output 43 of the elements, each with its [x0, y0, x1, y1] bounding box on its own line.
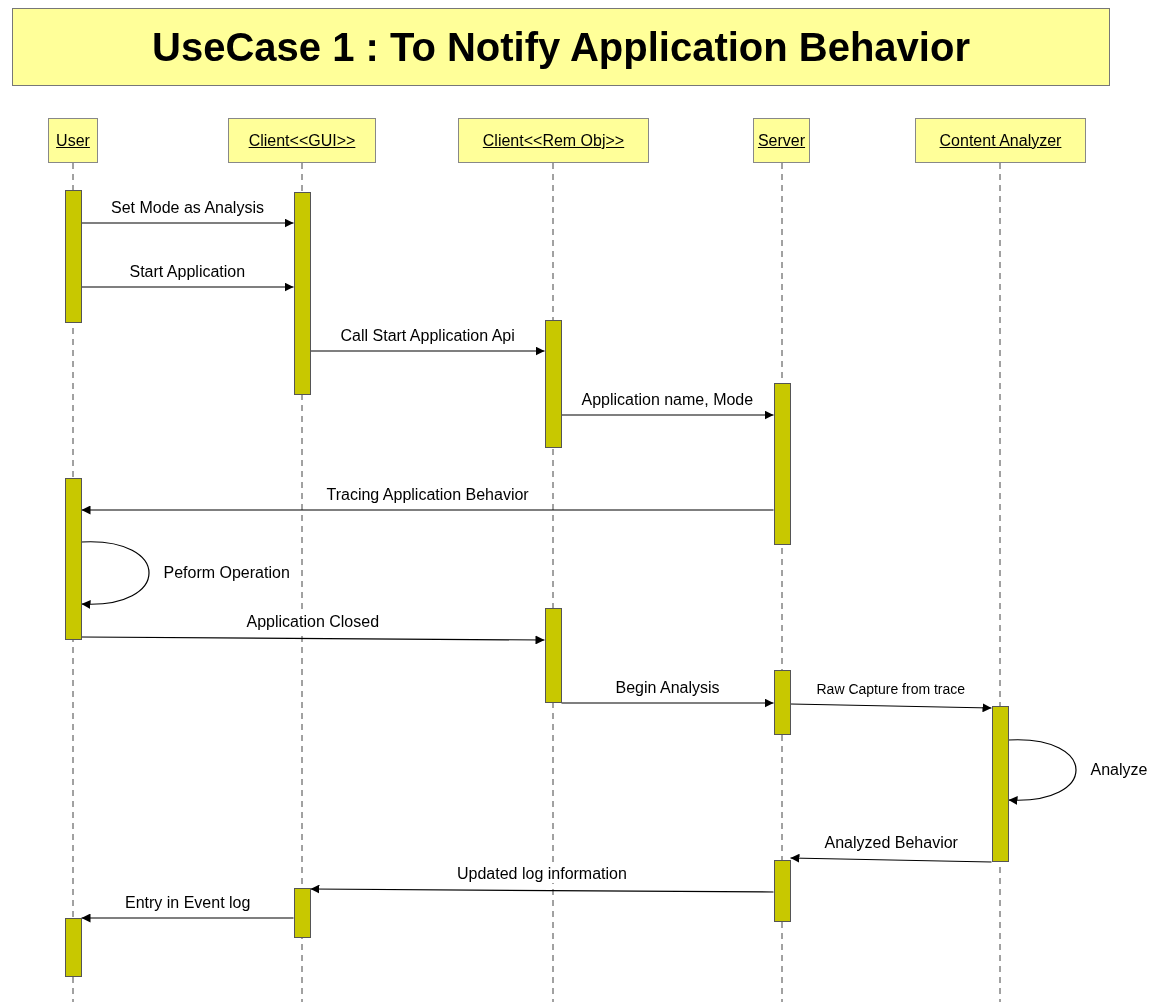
message-arrow	[309, 884, 775, 894]
message-arrow	[1007, 739, 1077, 805]
message-arrow	[560, 410, 775, 420]
message-arrow	[560, 698, 775, 708]
participant-box: Content Analyzer	[915, 118, 1086, 163]
activation-bar	[544, 608, 562, 703]
message-label: Application name, Mode	[579, 391, 756, 409]
activation-bar	[64, 190, 82, 323]
message-label: Call Start Application Api	[338, 327, 517, 345]
title-banner: UseCase 1 : To Notify Application Behavior	[12, 8, 1110, 86]
message-label: Updated log information	[455, 865, 629, 883]
message-label: Raw Capture from trace	[814, 680, 968, 698]
participant-box: Server	[753, 118, 810, 163]
message-arrow	[80, 218, 295, 228]
activation-bar	[773, 670, 791, 735]
participant-box: Client<<GUI>>	[228, 118, 376, 163]
message-arrow	[80, 505, 775, 515]
message-label: Peform Operation	[161, 564, 292, 582]
message-label: Entry in Event log	[123, 894, 253, 912]
activation-bar	[544, 320, 562, 448]
message-arrow	[80, 635, 546, 645]
message-arrow	[309, 346, 546, 356]
message-arrow	[789, 853, 993, 863]
message-label: Start Application	[127, 263, 248, 281]
message-label: Analyze	[1088, 761, 1150, 779]
message-label: Begin Analysis	[613, 679, 722, 697]
message-label: Analyzed Behavior	[822, 834, 960, 852]
message-label: Tracing Application Behavior	[324, 486, 531, 504]
message-label: Application Closed	[244, 613, 382, 631]
activation-bar	[773, 860, 791, 922]
message-arrow	[80, 913, 295, 923]
message-label: Set Mode as Analysis	[109, 199, 266, 217]
activation-bar	[991, 706, 1009, 862]
message-arrow	[789, 703, 993, 713]
message-arrow	[80, 541, 150, 609]
activation-bar	[293, 888, 311, 938]
activation-bar	[773, 383, 791, 545]
activation-bar	[64, 918, 82, 977]
activation-bar	[64, 478, 82, 640]
participant-box: User	[48, 118, 98, 163]
participant-box: Client<<Rem Obj>>	[458, 118, 649, 163]
activation-bar	[293, 192, 311, 395]
message-arrow	[80, 282, 295, 292]
